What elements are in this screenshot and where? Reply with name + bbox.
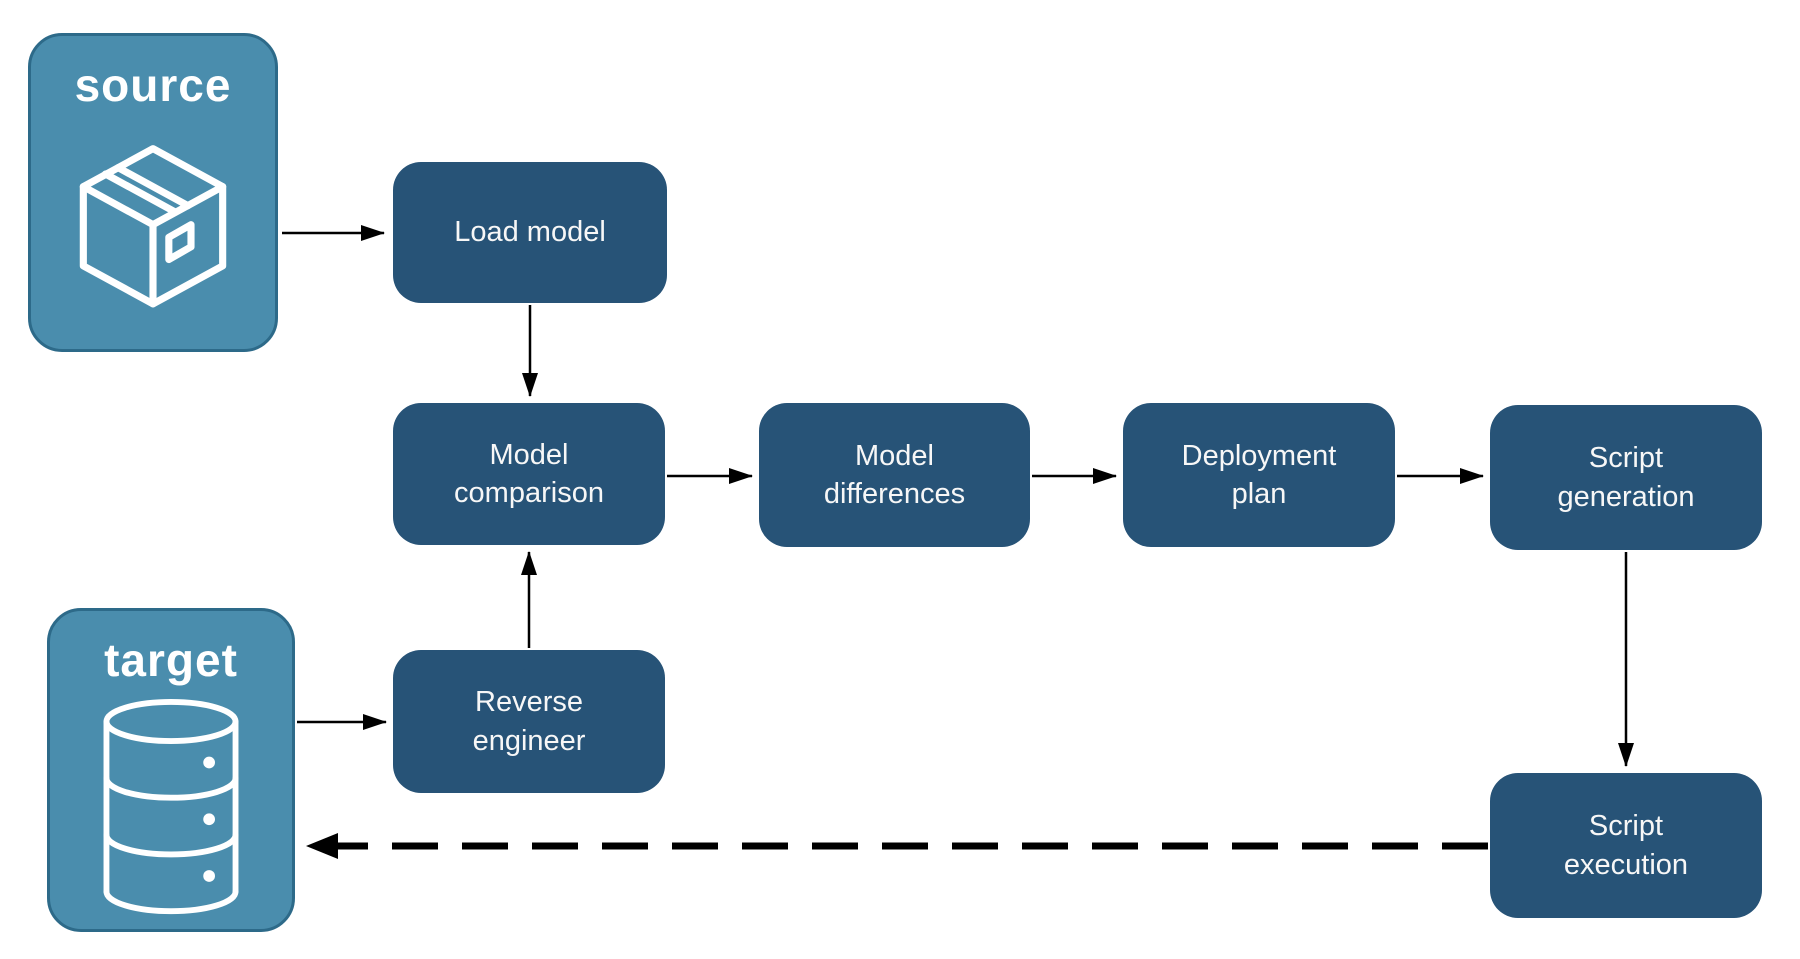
reverse-engineer-label: Reverse engineer — [472, 686, 586, 757]
node-model-comparison: Model comparison — [393, 403, 665, 545]
node-script-generation: Script generation — [1490, 405, 1762, 550]
deployment-plan-label: Deployment plan — [1181, 439, 1337, 510]
target-label: target — [104, 634, 238, 686]
load-model-label: Load model — [454, 216, 606, 249]
node-load-model: Load model — [393, 162, 667, 303]
script-generation-label: Script generation — [1557, 442, 1695, 513]
script-execution-label: Script execution — [1563, 810, 1689, 881]
node-script-execution: Script execution — [1490, 773, 1762, 918]
database-icon — [50, 687, 292, 929]
node-source: source — [28, 33, 278, 352]
package-icon — [31, 112, 275, 349]
source-label: source — [74, 59, 232, 111]
node-reverse-engineer: Reverse engineer — [393, 650, 665, 793]
node-target: target — [47, 608, 295, 932]
model-differences-label: Model differences — [823, 439, 966, 510]
node-deployment-plan: Deployment plan — [1123, 403, 1395, 547]
model-comparison-label: Model comparison — [454, 438, 604, 509]
node-model-differences: Model differences — [759, 403, 1030, 547]
